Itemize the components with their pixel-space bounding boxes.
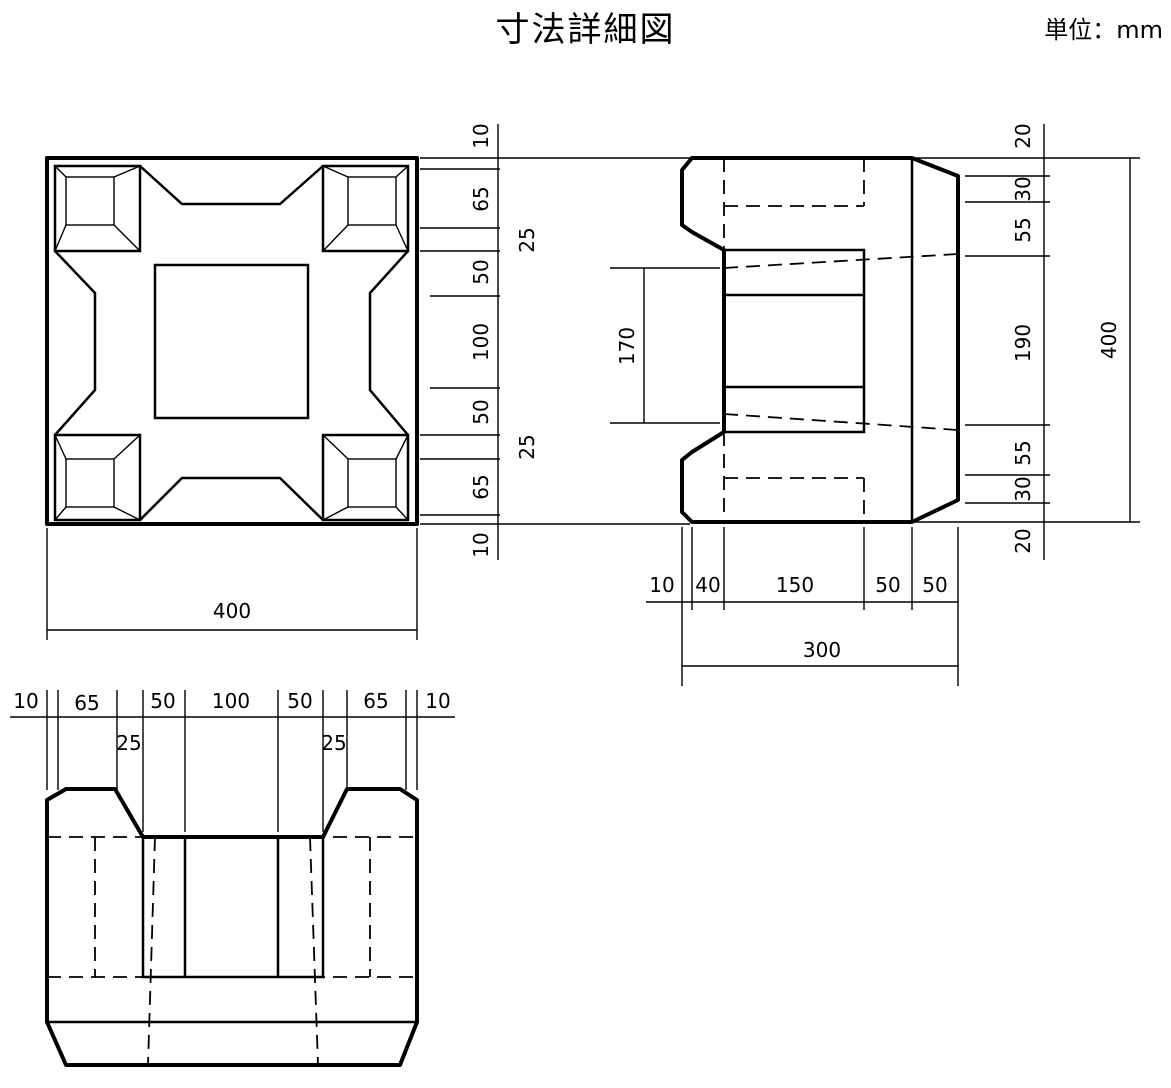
dim-label: 10 [13, 689, 38, 713]
side-view-bottom-dimensions: 10 40 150 50 50 [649, 573, 947, 597]
top-view: 10 65 25 50 100 50 25 65 10 400 [45, 123, 690, 640]
front-view-slot [141, 835, 325, 979]
top-view-right-dimensions: 10 65 25 50 100 50 25 65 10 [469, 123, 539, 557]
side-view-outline [680, 156, 960, 524]
dim-label: 150 [776, 573, 814, 597]
dim-label: 20 [1011, 528, 1035, 553]
dim-label: 55 [1011, 440, 1035, 465]
dim-label: 190 [1011, 324, 1035, 362]
side-view: 20 30 55 190 55 30 20 400 170 10 40 150 … [610, 123, 1140, 686]
dim-label: 50 [150, 689, 175, 713]
dim-label: 50 [469, 399, 493, 424]
top-view-extension-lines [46, 124, 690, 640]
dim-label: 20 [1011, 123, 1035, 148]
dim-label: 50 [875, 573, 900, 597]
front-view-top-dimensions: 10 65 50 100 50 65 10 [13, 689, 450, 715]
dim-label: 25 [515, 227, 539, 252]
side-view-hidden-lines [723, 158, 959, 522]
front-view-outline [45, 787, 419, 1067]
front-view-extension-lines [10, 690, 455, 832]
dim-label: 10 [425, 689, 450, 713]
dim-label: 55 [1011, 217, 1035, 242]
dim-label: 50 [287, 689, 312, 713]
dim-label: 65 [469, 474, 493, 499]
side-view-inner-slot [722, 248, 866, 434]
side-view-inner-height: 170 [615, 327, 639, 365]
dim-label: 25 [321, 731, 346, 755]
dim-label: 50 [922, 573, 947, 597]
top-view-center-hole [153, 263, 310, 420]
top-view-outline [45, 156, 419, 526]
front-view: 10 65 50 100 50 65 10 25 25 [10, 689, 455, 1067]
dim-label: 100 [469, 323, 493, 361]
side-view-extension-lines [610, 124, 1140, 686]
dim-label: 10 [469, 532, 493, 557]
top-view-corner-pockets [53, 164, 410, 522]
dim-label: 65 [469, 186, 493, 211]
dim-label: 10 [469, 123, 493, 148]
dim-label: 40 [695, 573, 720, 597]
dim-label: 65 [74, 691, 99, 715]
top-view-width-label: 400 [213, 599, 251, 623]
front-view-hidden-lines [47, 836, 417, 1066]
dim-label: 30 [1011, 176, 1035, 201]
dim-label: 100 [212, 689, 250, 713]
dim-label: 25 [515, 434, 539, 459]
dim-label: 65 [363, 689, 388, 713]
side-view-overall-height: 400 [1097, 321, 1121, 359]
drawing-title: 寸法詳細図 [495, 10, 676, 50]
unit-label: 単位：mm [1044, 16, 1163, 44]
dim-label: 50 [469, 259, 493, 284]
dim-label: 25 [116, 731, 141, 755]
front-view-lower-dimensions: 25 25 [116, 731, 346, 755]
top-view-slot-outline [54, 165, 409, 521]
side-view-width-label: 300 [803, 638, 841, 662]
dim-label: 30 [1011, 476, 1035, 501]
side-view-right-dimensions: 20 30 55 190 55 30 20 [1011, 123, 1035, 553]
dim-label: 10 [649, 573, 674, 597]
